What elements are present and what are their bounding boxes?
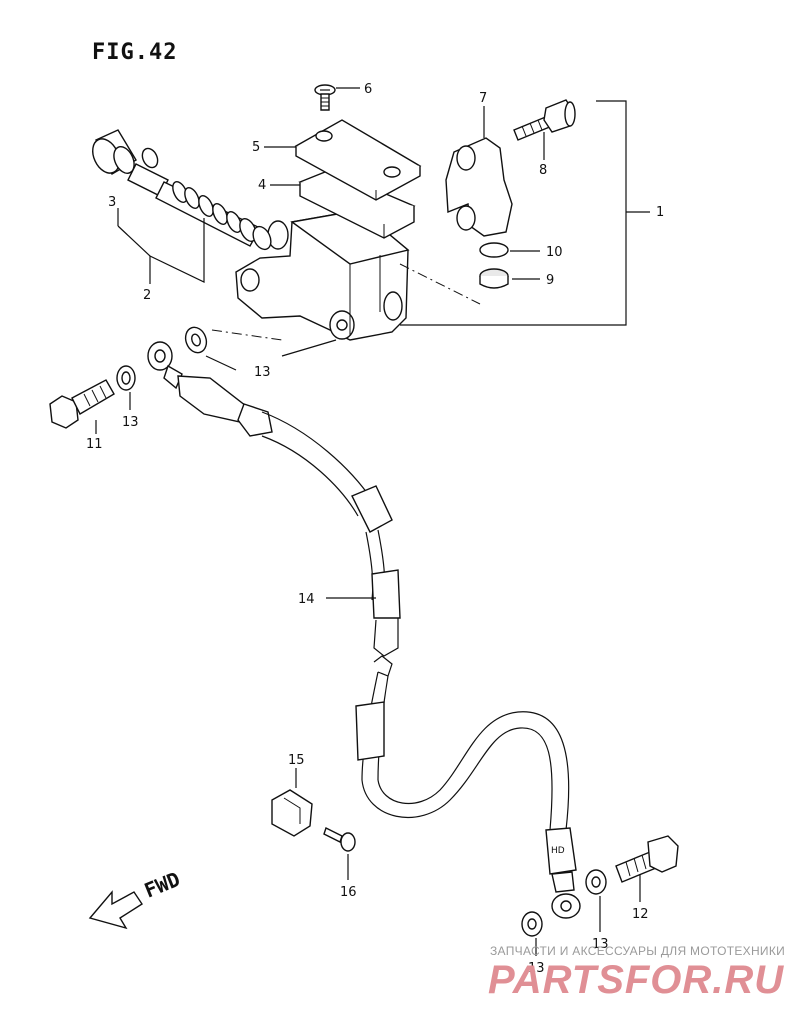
hose-clamp-15 (271, 768, 313, 837)
union-bolt-12 (615, 835, 679, 902)
boot-cap-9 (479, 268, 540, 289)
callout-5: 5 (252, 140, 260, 155)
callout-1: 1 (656, 205, 664, 220)
watermark-subtitle: ЗАПЧАСТИ И АКСЕССУАРЫ ДЛЯ МОТОТЕХНИКИ (490, 944, 786, 958)
assembly-bracket-1 (400, 100, 650, 326)
watermark-logo: PARTSFOR.RU (488, 958, 785, 1002)
callout-4: 4 (258, 178, 266, 193)
callout-13-upper: 13 (254, 365, 271, 380)
figure-title: FIG.42 (92, 40, 178, 65)
callout-12: 12 (632, 907, 649, 922)
callout-14: 14 (298, 592, 315, 607)
piston-set-2 (92, 129, 272, 251)
fwd-arrow (88, 890, 143, 930)
washer-13-lower-right (585, 869, 607, 932)
reservoir-diaphragm-4 (298, 169, 416, 239)
screw-6 (314, 84, 360, 111)
callout-9: 9 (546, 273, 554, 288)
clamp-bolt-8 (513, 99, 576, 160)
callout-11: 11 (86, 437, 103, 452)
callout-10: 10 (546, 245, 563, 260)
callout-16: 16 (340, 885, 357, 900)
washer-13-upper (184, 326, 237, 371)
callout-8: 8 (539, 163, 547, 178)
screw-16 (323, 827, 356, 880)
bracket-2-3 (117, 208, 205, 284)
callout-3: 3 (108, 195, 116, 210)
master-cylinder-body (235, 209, 410, 341)
reservoir-cap-5 (294, 119, 422, 201)
callout-15: 15 (288, 753, 305, 768)
handlebar-clamp-7 (445, 106, 513, 237)
callout-13-lower-right: 13 (592, 937, 609, 952)
washer-13-lower-left (521, 911, 543, 956)
callout-7: 7 (479, 91, 487, 106)
washer-13-left (116, 365, 136, 410)
callout-13-lower-left: 13 (528, 961, 545, 976)
o-ring-10 (479, 242, 540, 258)
callout-13-left: 13 (122, 415, 139, 430)
leader-union (211, 329, 337, 357)
callout-2: 2 (143, 288, 151, 303)
union-bolt-11 (49, 379, 115, 434)
callout-6: 6 (364, 82, 372, 97)
leader-cap-dashed (399, 263, 481, 305)
hose-marking: HD (551, 846, 565, 856)
fwd-label: FWD (141, 867, 183, 903)
brake-hose-14: HD (147, 341, 581, 919)
